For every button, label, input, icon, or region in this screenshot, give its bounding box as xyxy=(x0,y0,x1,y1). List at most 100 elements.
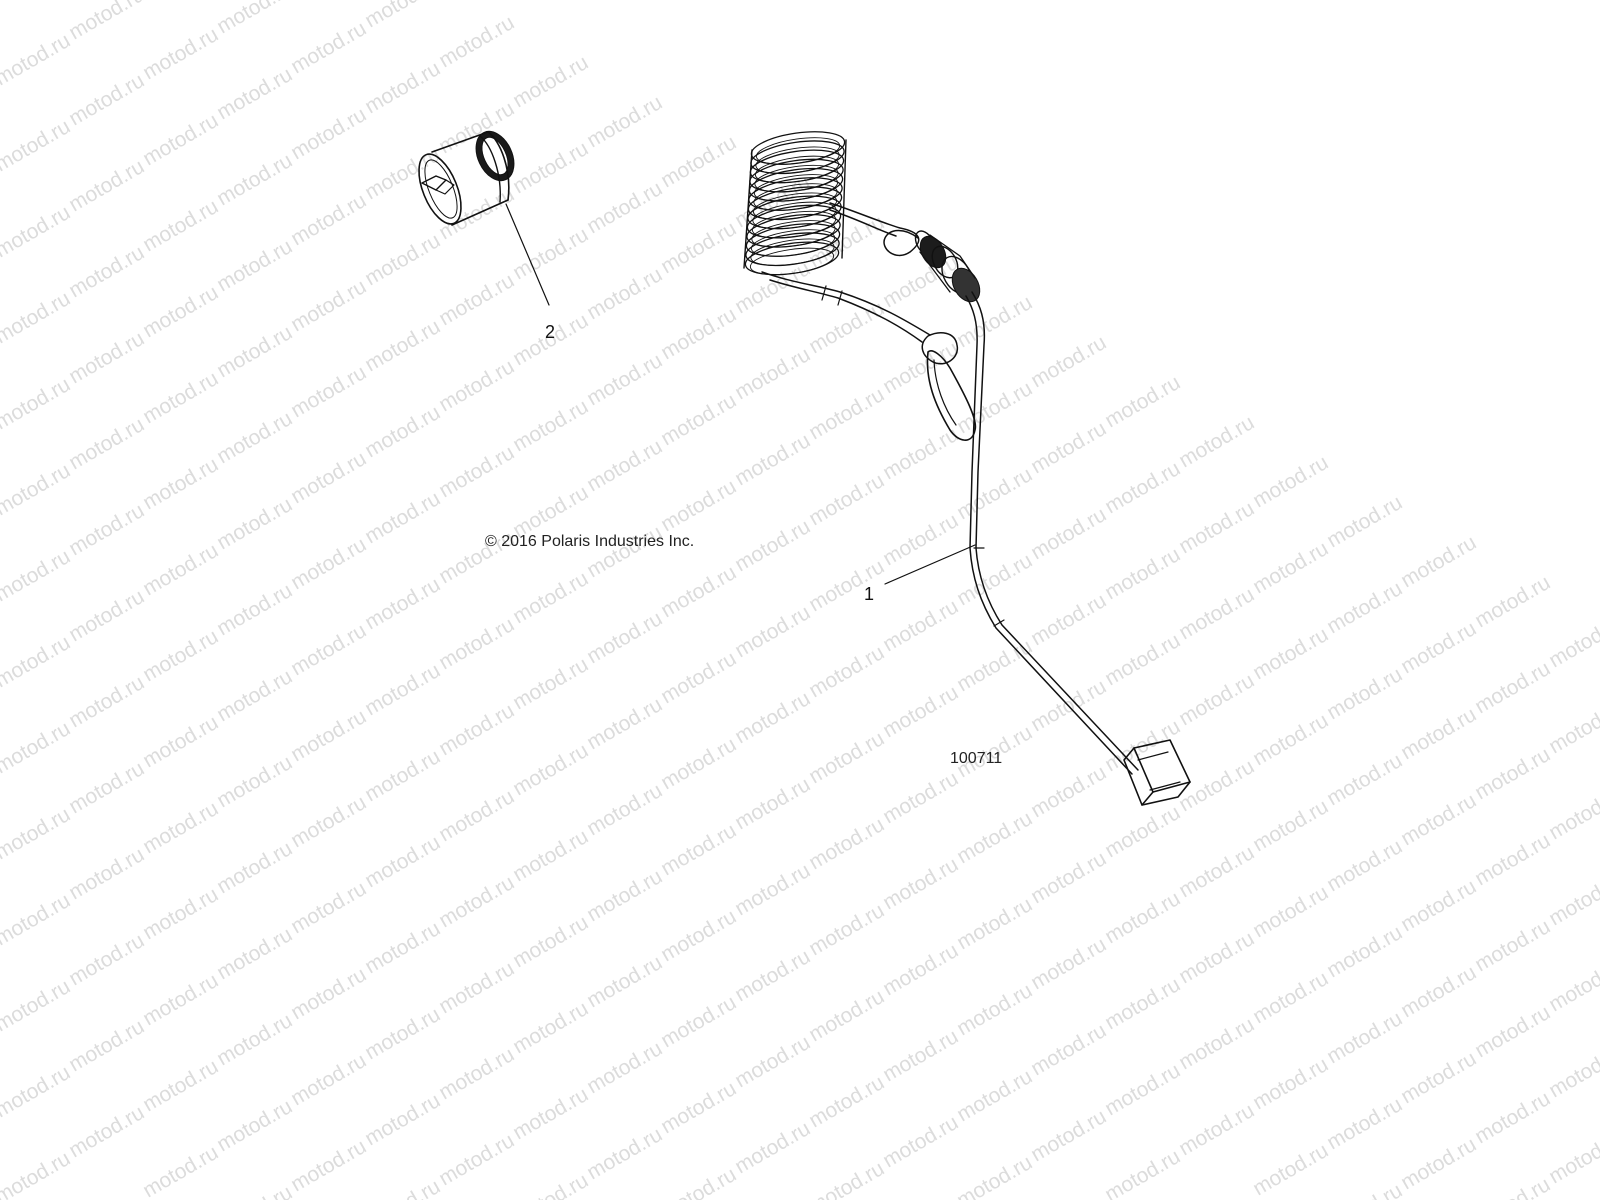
watermark-text: motod.ru xyxy=(953,1151,1036,1200)
watermark-text: motod.ru xyxy=(213,923,296,984)
watermark-text: motod.ru xyxy=(1471,1173,1554,1200)
watermark-text: motod.ru xyxy=(657,131,740,192)
watermark-text: motod.ru xyxy=(361,831,444,892)
watermark-text: motod.ru xyxy=(1101,801,1184,862)
watermark-text: motod.ru xyxy=(287,877,370,938)
watermark-text: motod.ru xyxy=(287,1049,370,1110)
watermark-text: motod.ru xyxy=(583,263,666,324)
watermark-text: motod.ru xyxy=(139,1055,222,1116)
watermark-text: motod.ru xyxy=(0,975,74,1036)
watermark-text: motod.ru xyxy=(1027,589,1110,650)
watermark-text: motod.ru xyxy=(509,1169,592,1200)
watermark-text: motod.ru xyxy=(361,315,444,376)
watermark-text: motod.ru xyxy=(1249,451,1332,512)
watermark-text: motod.ru xyxy=(287,447,370,508)
watermark-text: motod.ru xyxy=(65,843,148,904)
watermark-text: motod.ru xyxy=(1249,537,1332,598)
watermark-text: motod.ru xyxy=(1101,629,1184,690)
watermark-text: motod.ru xyxy=(1249,881,1332,942)
watermark-text: motod.ru xyxy=(879,1025,962,1086)
watermark-text: motod.ru xyxy=(953,1065,1036,1126)
watermark-text: motod.ru xyxy=(509,911,592,972)
watermark-text: motod.ru xyxy=(1545,1041,1600,1102)
watermark-text: motod.ru xyxy=(1397,1047,1480,1108)
watermark-text: motod.ru xyxy=(657,303,740,364)
watermark-text: motod.ru xyxy=(953,893,1036,954)
watermark-text: motod.ru xyxy=(731,1117,814,1178)
watermark-text: motod.ru xyxy=(0,29,74,90)
watermark-text: motod.ru xyxy=(731,945,814,1006)
watermark-text: motod.ru xyxy=(657,561,740,622)
coil-ring-inner xyxy=(749,247,835,276)
watermark-text: motod.ru xyxy=(1249,1139,1332,1200)
watermark-text: motod.ru xyxy=(139,195,222,256)
watermark-text: motod.ru xyxy=(1471,657,1554,718)
watermark-text: motod.ru xyxy=(213,1095,296,1156)
watermark-text: motod.ru xyxy=(879,509,962,570)
watermark-text: motod.ru xyxy=(657,991,740,1052)
watermark-text: motod.ru xyxy=(287,963,370,1024)
watermark-text: motod.ru xyxy=(1397,703,1480,764)
watermark-text: motod.ru xyxy=(805,813,888,874)
watermark-text: motod.ru xyxy=(1545,869,1600,930)
watermark-text: motod.ru xyxy=(509,1083,592,1144)
watermark-text: motod.ru xyxy=(1397,531,1480,592)
watermark-text: motod.ru xyxy=(0,631,74,692)
watermark-text: motod.ru xyxy=(1027,1019,1110,1080)
watermark-text: motod.ru xyxy=(0,1061,74,1122)
watermark-text: motod.ru xyxy=(1249,623,1332,684)
watermark-text: motod.ru xyxy=(731,687,814,748)
watermark-text: motod.ru xyxy=(0,373,74,434)
watermark-text: motod.ru xyxy=(1323,577,1406,638)
watermark-text: motod.ru xyxy=(287,705,370,766)
watermark-text: motod.ru xyxy=(0,201,74,262)
watermark-text: motod.ru xyxy=(0,545,74,606)
watermark-text: motod.ru xyxy=(1175,669,1258,730)
watermark-text: motod.ru xyxy=(583,865,666,926)
watermark-text: motod.ru xyxy=(583,177,666,238)
watermark-text: motod.ru xyxy=(1471,1001,1554,1062)
watermark-text: motod.ru xyxy=(953,463,1036,524)
watermark-text: motod.ru xyxy=(287,533,370,594)
watermark-text: motod.ru xyxy=(435,785,518,846)
watermark-text: motod.ru xyxy=(1027,417,1110,478)
watermark-text: motod.ru xyxy=(583,693,666,754)
watermark-text: motod.ru xyxy=(1249,709,1332,770)
watermark-text: motod.ru xyxy=(1175,927,1258,988)
watermark-text: motod.ru xyxy=(1471,915,1554,976)
watermark-text: motod.ru xyxy=(213,837,296,898)
watermark-text: motod.ru xyxy=(1027,331,1110,392)
watermark-text: motod.ru xyxy=(361,659,444,720)
watermark-text: motod.ru xyxy=(213,63,296,124)
watermark-text: motod.ru xyxy=(65,0,148,44)
watermark-text: motod.ru xyxy=(435,355,518,416)
watermark-text: motod.ru xyxy=(731,343,814,404)
callout-2: 2 xyxy=(545,322,555,342)
watermark-text: motod.ru xyxy=(1545,955,1600,1016)
watermark-text: motod.ru xyxy=(805,1157,888,1200)
watermark-text: motod.ru xyxy=(1027,847,1110,908)
watermark-text: motod.ru xyxy=(953,377,1036,438)
watermark-text: motod.ru xyxy=(0,717,74,778)
watermark-text: motod.ru xyxy=(805,469,888,530)
watermark-text: motod.ru xyxy=(1027,933,1110,994)
watermark-text: motod.ru xyxy=(1545,1127,1600,1188)
watermark-text: motod.ru xyxy=(361,57,444,118)
watermark-text: motod.ru xyxy=(139,367,222,428)
watermark-text: motod.ru xyxy=(361,229,444,290)
watermark-text: motod.ru xyxy=(1027,1105,1110,1166)
watermark-text: motod.ru xyxy=(213,321,296,382)
watermark-text: motod.ru xyxy=(0,459,74,520)
watermark-text: motod.ru xyxy=(139,797,222,858)
watermark-text: motod.ru xyxy=(287,1135,370,1196)
watermark-text: motod.ru xyxy=(213,0,296,38)
watermark-text: motod.ru xyxy=(1323,1179,1406,1200)
watermark-text: motod.ru xyxy=(805,899,888,960)
watermark-text: motod.ru xyxy=(805,641,888,702)
watermark-text: motod.ru xyxy=(657,475,740,536)
watermark-text: motod.ru xyxy=(65,1015,148,1076)
watermark-text: motod.ru xyxy=(1471,571,1554,632)
watermark-text: motod.ru xyxy=(1323,663,1406,724)
